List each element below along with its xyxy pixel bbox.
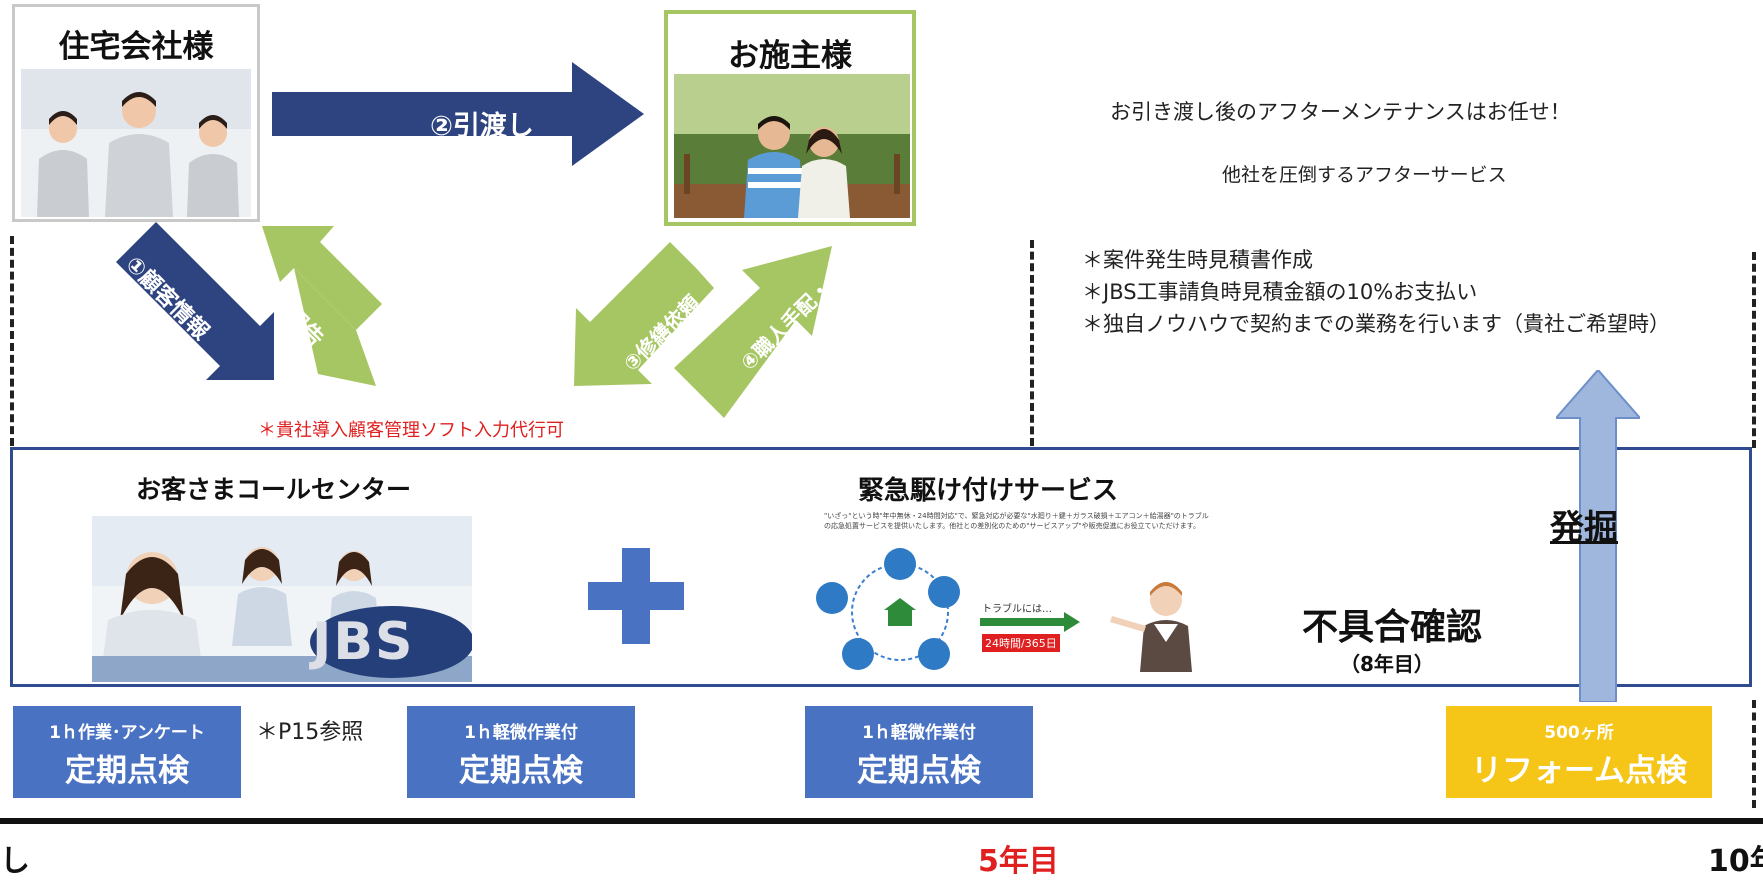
aftercare-bullet: ＊JBS工事請負時見積金額の10%お支払い — [1082, 280, 1478, 304]
aftercare-bullet: ＊案件発生時見積書作成 — [1082, 248, 1313, 272]
dashed-line-mid — [1030, 240, 1034, 446]
aftercare-headline: お引き渡し後のアフターメンテナンスはお任せ！ — [1110, 100, 1571, 124]
dashed-line-right — [1752, 252, 1756, 448]
excavation-label: 発掘 — [1550, 508, 1618, 548]
trouble-arrow — [980, 612, 1080, 632]
excavation-arrow — [1556, 370, 1640, 702]
timeline-mid-label: 5年目 — [978, 844, 1059, 879]
handover-arrow — [272, 62, 644, 166]
plus-icon — [588, 548, 684, 644]
dashed-line-right-low — [1752, 700, 1756, 808]
owner-panel: お施主様 — [664, 10, 916, 226]
trouble-label: トラブルには… — [982, 604, 1052, 615]
timeline-right-label: 10年 — [1708, 844, 1763, 879]
staff-photo — [21, 69, 251, 217]
aftercare-bullet: ＊独自ノウハウで契約までの業務を行います（貴社ご希望時） — [1082, 312, 1670, 336]
inspection-1-small: 1ｈ作業･アンケート — [49, 723, 205, 743]
inspection-3-big: 定期点検 — [857, 753, 981, 789]
call-center-title: お客さまコールセンター — [136, 475, 412, 504]
inspection-4-small: 500ヶ所 — [1544, 723, 1614, 743]
inspection-box-3: 1ｈ軽微作業付 定期点検 — [805, 706, 1033, 798]
trouble-diagram — [816, 548, 960, 670]
operator-figure — [1110, 582, 1192, 672]
register-arrow — [116, 222, 274, 380]
emergency-title: 緊急駆け付けサービス — [858, 476, 1119, 506]
report-arrow — [262, 226, 382, 386]
inspection-box-4: 500ヶ所 リフォーム点検 — [1446, 706, 1712, 798]
owner-title: お施主様 — [728, 38, 852, 74]
defect-check: 不具合確認 — [1302, 607, 1483, 648]
aftercare-subhead: 他社を圧倒するアフターサービス — [1222, 164, 1507, 186]
handover-arrow-label: ②引渡し — [430, 111, 534, 142]
call-center-photo — [92, 516, 472, 682]
inspection-box-1: 1ｈ作業･アンケート 定期点検 — [13, 706, 241, 798]
inspection-1-big: 定期点検 — [65, 753, 189, 789]
inspection-3-small: 1ｈ軽微作業付 — [862, 723, 976, 743]
craftsman-arrow — [674, 246, 832, 418]
p15-note: ＊P15参照 — [256, 720, 364, 745]
owner-photo — [674, 74, 910, 218]
defect-year: （8年目） — [1340, 652, 1434, 676]
housing-company-panel: 住宅会社様 — [12, 4, 260, 222]
hours-badge: 24時間/365日 — [982, 634, 1060, 652]
inspection-box-2: 1ｈ軽微作業付 定期点検 — [407, 706, 635, 798]
timeline-axis — [0, 818, 1763, 824]
timeline-left-label: し — [0, 844, 30, 879]
inspection-2-small: 1ｈ軽微作業付 — [464, 723, 578, 743]
dashed-line-left — [10, 236, 14, 446]
inspection-4-big: リフォーム点検 — [1470, 753, 1688, 789]
housing-company-title: 住宅会社様 — [58, 29, 214, 65]
emergency-desc: "いざっ"という時"年中無休・24時間対応"で、緊急対応が必要な"水廻り＋鍵＋ガ… — [824, 512, 1209, 530]
inspection-2-big: 定期点検 — [459, 753, 583, 789]
repair-request-arrow — [574, 242, 714, 386]
software-note: ＊貴社導入顧客管理ソフト入力代行可 — [258, 420, 564, 441]
jbs-logo: JBS — [312, 612, 415, 672]
